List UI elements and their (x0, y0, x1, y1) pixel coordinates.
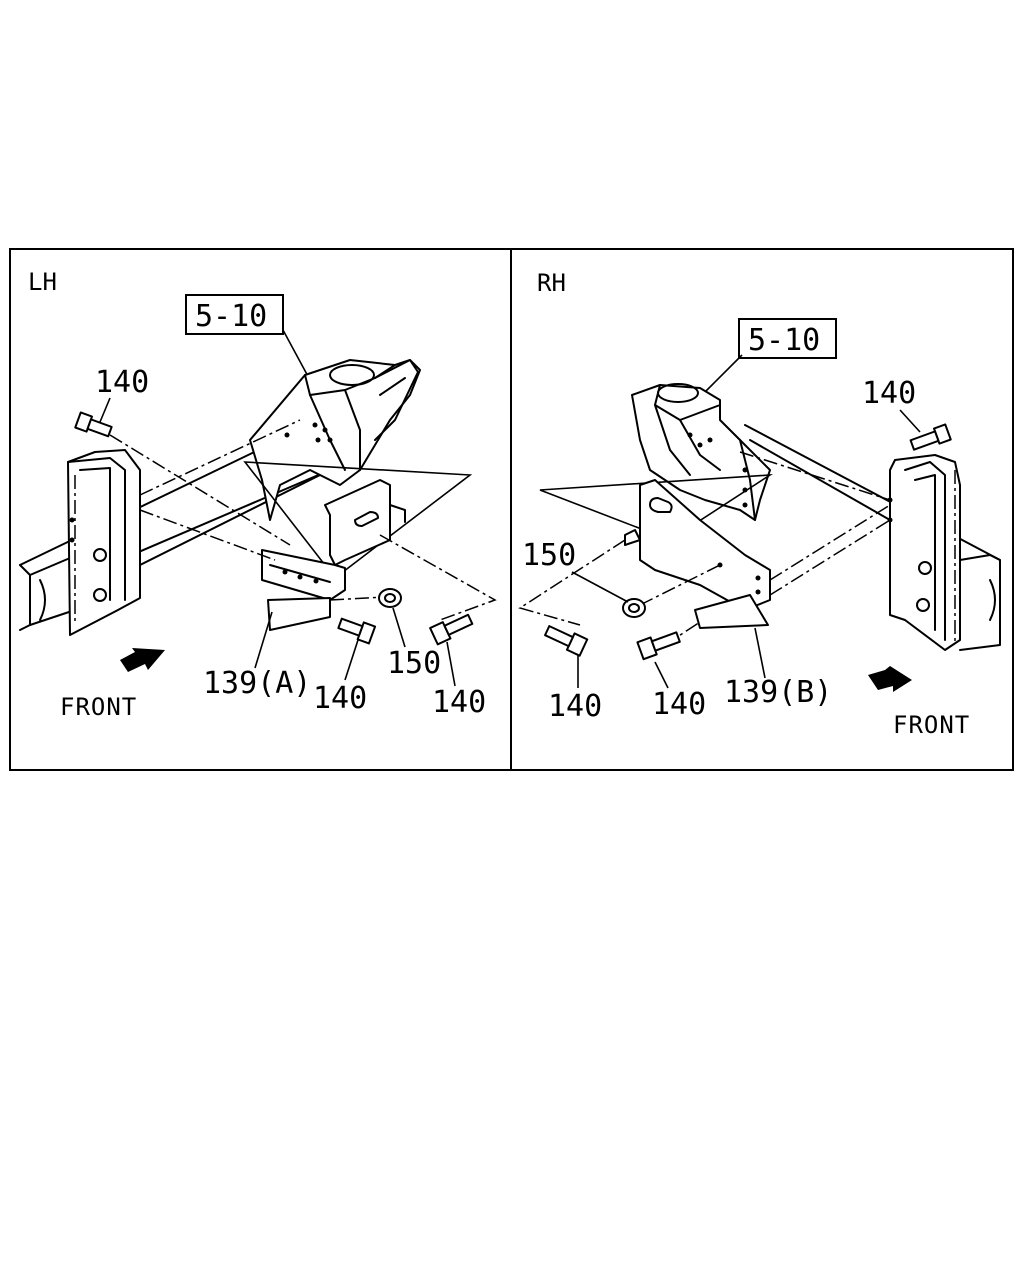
leader-140-right-lh (446, 641, 456, 687)
bolt-icon (544, 625, 589, 657)
callout-140-right-lh: 140 (432, 685, 486, 720)
callout-150-rh: 150 (522, 538, 576, 573)
ref-box-label-lh: 5-10 (195, 299, 267, 334)
ref-box-rh (738, 318, 837, 359)
assembly-line-rh-2 (769, 504, 891, 581)
bolt-icon (74, 411, 113, 438)
side-label-lh: LH (28, 268, 57, 296)
explode-plane-lh (243, 461, 473, 580)
callout-150-lh: 150 (387, 646, 441, 681)
assembly-line-lh-1 (109, 434, 291, 546)
leader-150-lh (392, 607, 406, 648)
leader-150-rh (571, 571, 629, 603)
panel-lh: LH 5-10 (19, 268, 497, 721)
leader-139a (254, 611, 273, 669)
assembly-line-rh-5 (639, 564, 721, 606)
front-label-lh: FRONT (60, 693, 137, 721)
callout-139b: 139(B) (724, 675, 832, 710)
mount-tower-lh (249, 359, 421, 521)
flange-nut-icon (622, 598, 646, 618)
callout-140-mid-rh: 140 (652, 687, 706, 722)
bolt-icon (429, 613, 474, 646)
ref-box-lh (185, 294, 284, 335)
mount-tower-rh (631, 383, 771, 521)
bolt-icon (909, 423, 952, 451)
bolt-icon (337, 617, 377, 645)
bracket-139a (261, 479, 406, 631)
crossmember-plate-lh (67, 449, 141, 636)
side-label-rh: RH (537, 269, 566, 297)
assembly-line-rh-4 (518, 539, 626, 626)
callout-140-mid-lh: 140 (313, 681, 367, 716)
ref-leader-lh (282, 329, 311, 381)
crossmember-plate-rh (887, 454, 961, 651)
assembly-line-lh-2 (139, 419, 301, 496)
bolt-icon (636, 631, 681, 661)
front-arrow-icon (868, 666, 912, 692)
ref-box-label-rh: 5-10 (748, 323, 820, 358)
bracket-139b (624, 479, 771, 629)
panel-rh: RH 5-10 (518, 269, 1001, 739)
leader-140-mid-rh (654, 661, 669, 689)
assembly-line-lh-4 (379, 534, 497, 621)
leader-140-mid-lh (344, 639, 359, 681)
assembly-line-lh-5 (329, 596, 386, 601)
leader-140-top-rh (899, 409, 921, 433)
flange-nut-icon (378, 588, 402, 608)
assembly-line-rh-1 (739, 451, 891, 501)
callout-140-top-rh: 140 (862, 376, 916, 411)
leader-140-top-lh (99, 397, 111, 423)
front-label-rh: FRONT (893, 711, 970, 739)
callout-139a: 139(A) (203, 666, 311, 701)
callout-140-left-rh: 140 (548, 689, 602, 724)
assembly-line-rh-3 (769, 519, 891, 596)
frame-rail-rh (744, 424, 1001, 651)
front-arrow-icon (120, 648, 165, 672)
ref-leader-rh (704, 354, 743, 393)
callout-140-top-lh: 140 (95, 365, 149, 400)
assembly-line-lh-3 (139, 509, 276, 561)
leader-139b (754, 627, 766, 679)
